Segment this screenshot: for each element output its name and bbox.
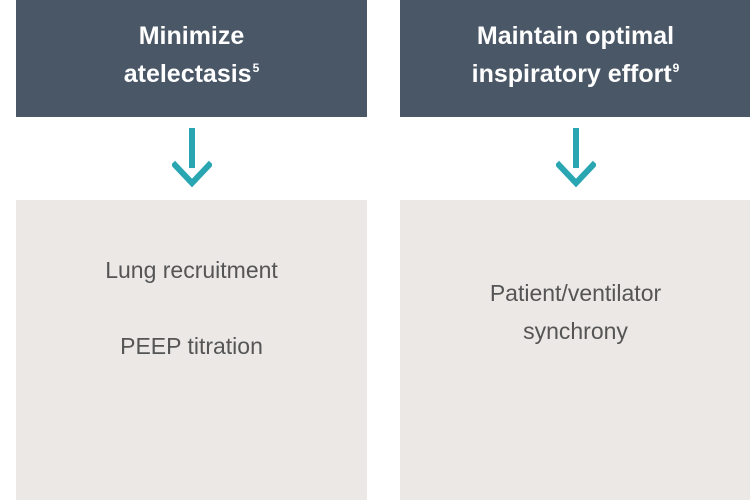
reference-superscript: 5 (252, 60, 260, 75)
strategies-box: Lung recruitment PEEP titration (16, 200, 367, 500)
strategies-box: Patient/ventilator synchrony (400, 200, 750, 500)
header-title-line1: Maintain optimal (476, 21, 675, 50)
header-title-line1: Minimize (138, 21, 245, 50)
down-arrow-icon (171, 128, 212, 188)
header-title-line2: atelectasis (123, 59, 252, 88)
header-title: Minimize atelectasis5 (124, 17, 260, 93)
list-item: Patient/ventilator synchrony (489, 280, 662, 344)
down-arrow-icon (555, 128, 596, 188)
header-minimize-atelectasis: Minimize atelectasis5 (16, 0, 367, 117)
right-column: Maintain optimal inspiratory effort9 Pat… (400, 0, 750, 500)
list-item: PEEP titration (120, 333, 263, 359)
reference-superscript: 9 (672, 60, 680, 75)
left-column: Minimize atelectasis5 Lung recruitment P… (16, 0, 367, 500)
list-item: Lung recruitment (105, 257, 278, 283)
header-title-line2: inspiratory effort (471, 59, 672, 88)
header-title: Maintain optimal inspiratory effort9 (472, 17, 680, 93)
header-maintain-inspiratory-effort: Maintain optimal inspiratory effort9 (400, 0, 750, 117)
